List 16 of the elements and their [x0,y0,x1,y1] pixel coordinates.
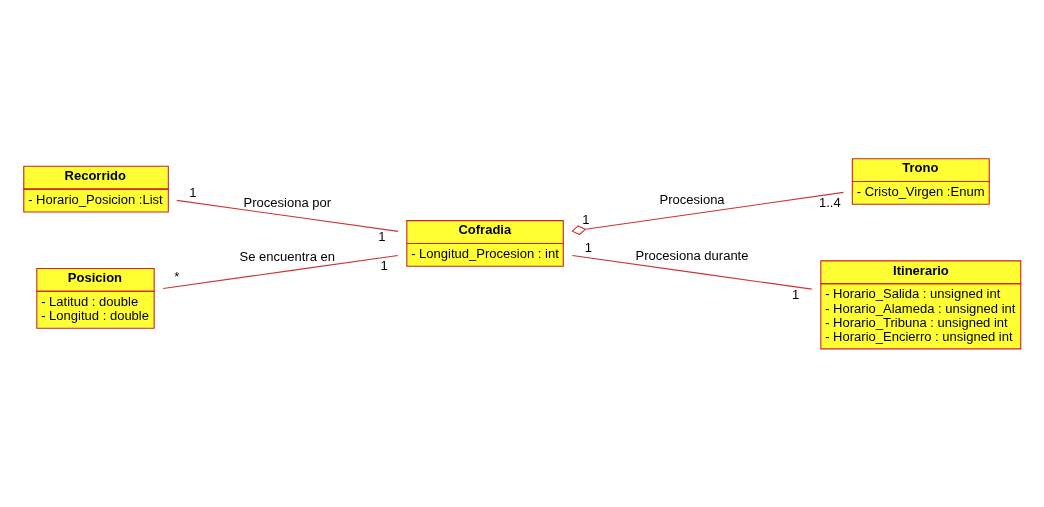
edge-label: Procesiona [659,191,725,207]
node-label: 1 [584,240,593,256]
connector [571,255,813,290]
node-label: 1 [380,257,388,273]
node-label: 1 [582,211,590,227]
connector [162,254,399,289]
edge-label: Se encuentra en [239,249,336,265]
node-label: 1..4 [818,194,841,210]
connector [571,191,844,236]
node-label: 1 [189,185,197,201]
node-label: 1 [378,229,386,245]
node-label: * [174,269,180,285]
connector [176,199,399,232]
edge-label: Procesiona durante [635,248,749,264]
edge-label: Procesiona por [243,195,332,211]
node-label: 1 [792,287,800,303]
